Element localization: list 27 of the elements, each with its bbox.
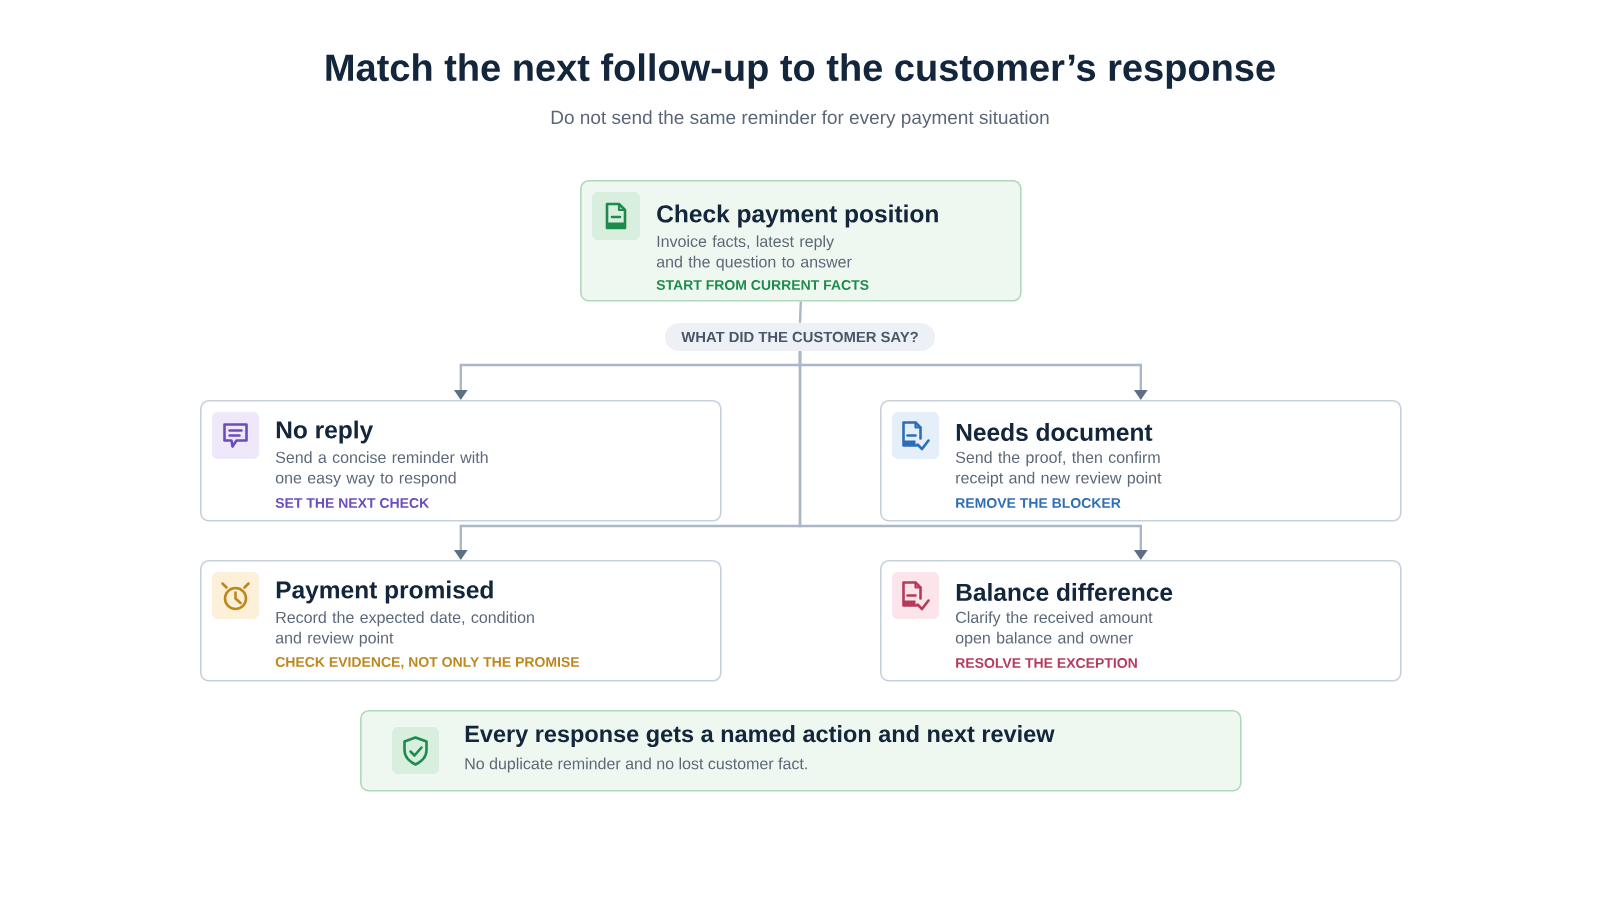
card-heading: Payment promised	[276, 580, 493, 604]
card-text: Send a concise reminder with one easy way to respond	[275, 451, 488, 487]
connector-line	[798, 301, 802, 323]
summary-box	[360, 710, 1242, 792]
card-text: Invoice facts, latest reply and the question to answer	[656, 235, 852, 271]
card-heading: Balance difference	[956, 583, 1173, 601]
card-text: Clarify the received amount open balance and owner	[955, 611, 1153, 647]
subtitle: Do not send the same reminder for every payment situation	[551, 110, 1049, 128]
response-card	[200, 400, 722, 522]
card-heading: Needs document	[956, 423, 1153, 441]
tag-text: START FROM CURRENT FACTS	[656, 280, 869, 290]
card-text: Record the expected date, condition and review point	[275, 611, 534, 647]
tag-text: RESOLVE THE EXCEPTION	[956, 658, 1137, 668]
response-card	[880, 560, 1402, 682]
card-text: No duplicate reminder and no lost customer fact.	[465, 757, 807, 773]
tag-text: REMOVE THE BLOCKER	[956, 498, 1121, 508]
process-box	[580, 180, 1022, 302]
title: Match the next follow-up to the customer’s response	[326, 53, 1275, 89]
response-card	[880, 400, 1402, 522]
tag-text: SET THE NEXT CHECK	[275, 498, 430, 508]
tag-text: CHECK EVIDENCE, NOT ONLY THE PROMISE	[275, 657, 580, 669]
card-heading: No reply	[276, 420, 374, 444]
response-card	[200, 560, 722, 682]
card-heading: Check payment position	[657, 204, 938, 228]
card-text: Send the proof, then confirm receipt and new review point	[955, 451, 1162, 487]
question-pill: WHAT DID THE CUSTOMER SAY?	[665, 323, 935, 351]
card-heading: Every response gets a named action and next review	[465, 725, 1055, 747]
